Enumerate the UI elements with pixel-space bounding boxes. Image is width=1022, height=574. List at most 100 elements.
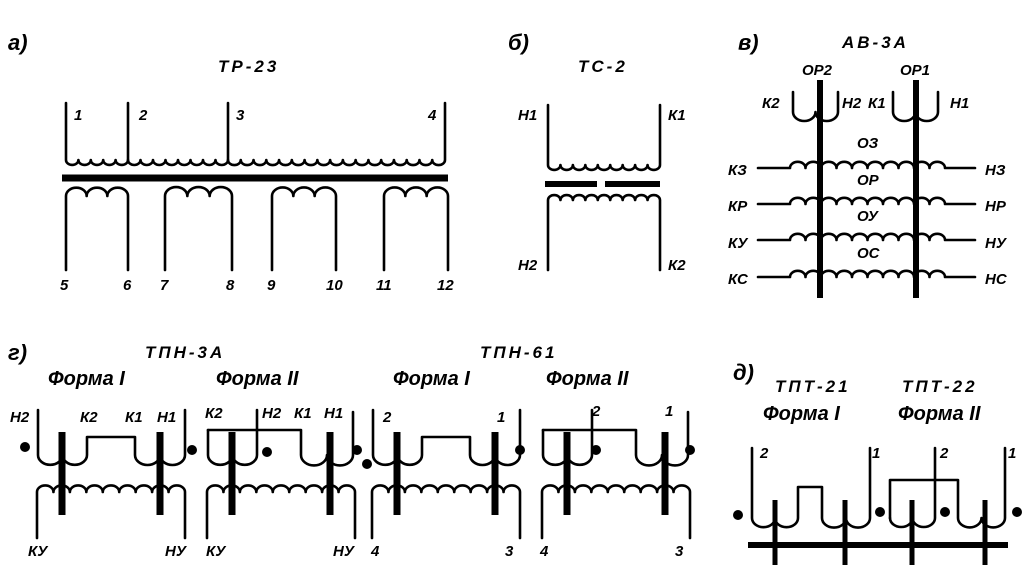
tap-label: 12 xyxy=(437,277,454,294)
terminal-label: НР xyxy=(985,198,1007,215)
primary-winding xyxy=(64,101,130,167)
terminal-label: 3 xyxy=(505,543,514,560)
winding-label: ОС xyxy=(857,245,881,262)
terminal-label: 3 xyxy=(675,543,684,560)
terminal-label: 1 xyxy=(872,445,880,462)
primary-winding xyxy=(226,101,447,167)
panel-title: ТР-23 xyxy=(218,57,279,76)
polarity-dot xyxy=(352,445,362,455)
secondary-winding xyxy=(64,186,130,272)
winding xyxy=(756,196,977,206)
tap-label: 6 xyxy=(123,277,132,294)
panel-a-tr23: а) ТР-23 1 2 3 4 5 6 7 8 9 10 11 12 xyxy=(8,30,454,294)
terminal-label: 2 xyxy=(939,445,949,462)
secondary-winding xyxy=(35,484,187,540)
primary-winding xyxy=(546,103,662,172)
panel-title: АВ-3А xyxy=(841,33,909,52)
winding-label: ОУ xyxy=(857,208,880,225)
panel-title: ТПН-3А xyxy=(145,343,225,362)
terminal-label: 4 xyxy=(539,543,549,560)
panel-v-av3a: в) АВ-3А ОР2 ОР1 К2 Н2 К1 Н1 ОЗ ОР ОУ ОС… xyxy=(728,30,1008,288)
tap-label: 3 xyxy=(236,107,245,124)
terminal-label: К2 xyxy=(205,405,223,422)
terminal-label: Н1 xyxy=(157,409,176,426)
polarity-dot xyxy=(187,445,197,455)
panel-letter: а) xyxy=(8,30,28,55)
control-winding xyxy=(891,90,940,123)
winding xyxy=(750,446,872,529)
terminal-label: К1 xyxy=(868,95,886,112)
terminal-label: К1 xyxy=(668,107,686,124)
winding xyxy=(756,160,977,170)
polarity-dot xyxy=(262,447,272,457)
winding-label: ОР xyxy=(857,172,880,189)
tap-label: 10 xyxy=(326,277,343,294)
terminal-label: Н2 xyxy=(518,257,538,274)
tap-label: 8 xyxy=(226,277,235,294)
terminal-label: Н1 xyxy=(324,405,343,422)
terminal-label: КР xyxy=(728,198,748,215)
terminal-label: 2 xyxy=(759,445,769,462)
polarity-dot xyxy=(362,459,372,469)
terminal-label: Н2 xyxy=(842,95,862,112)
tap-label: 11 xyxy=(376,277,392,294)
terminal-label: Н1 xyxy=(950,95,969,112)
terminal-label: НУ xyxy=(165,543,188,560)
panel-letter: в) xyxy=(738,30,759,55)
secondary-winding xyxy=(540,484,692,540)
terminal-label: НЗ xyxy=(985,162,1006,179)
terminal-label: К2 xyxy=(668,257,686,274)
polarity-dot xyxy=(1012,507,1022,517)
winding-shapes xyxy=(20,80,1022,565)
panel-title: ТПТ-22 xyxy=(902,377,978,396)
terminal-label: К2 xyxy=(762,95,780,112)
terminal-label: 4 xyxy=(370,543,380,560)
panel-g-tpn: г) ТПН-3А ТПН-61 Форма I Форма II Форма … xyxy=(8,340,684,560)
secondary-winding xyxy=(382,186,450,272)
winding xyxy=(888,446,1007,529)
panel-letter: б) xyxy=(508,30,529,55)
panel-d-tpt: д) ТПТ-21 ТПТ-22 Форма I Форма II 2 1 2 … xyxy=(733,360,1016,462)
primary-winding xyxy=(206,408,259,467)
terminal-label: КЗ xyxy=(728,162,747,179)
terminal-label: КС xyxy=(728,271,749,288)
tap-label: 5 xyxy=(60,277,69,294)
form-label: Форма I xyxy=(763,403,840,425)
winding xyxy=(756,232,977,242)
polarity-dot xyxy=(685,445,695,455)
primary-winding xyxy=(36,408,187,467)
panel-title: ТС-2 xyxy=(578,57,628,76)
polarity-dot xyxy=(733,510,743,520)
tap-label: 4 xyxy=(427,107,437,124)
terminal-label: КУ xyxy=(28,543,49,560)
primary-winding xyxy=(371,408,522,467)
polarity-dot xyxy=(591,445,601,455)
terminal-label: Н1 xyxy=(518,107,537,124)
terminal-label: 1 xyxy=(1008,445,1016,462)
terminal-label: К1 xyxy=(125,409,143,426)
secondary-winding xyxy=(546,193,662,272)
terminal-label: НС xyxy=(985,271,1008,288)
polarity-dot xyxy=(940,507,950,517)
secondary-winding xyxy=(370,484,522,540)
primary-winding xyxy=(206,410,355,467)
tap-label: 7 xyxy=(160,277,169,294)
secondary-winding xyxy=(270,186,338,272)
terminal-label: КУ xyxy=(206,543,227,560)
secondary-winding xyxy=(163,185,234,272)
form-label: Форма I xyxy=(48,368,125,390)
terminal-label: 2 xyxy=(591,403,601,420)
winding xyxy=(888,446,937,529)
tap-label: 2 xyxy=(138,107,148,124)
primary-winding xyxy=(126,101,230,167)
polarity-dot xyxy=(515,445,525,455)
winding xyxy=(756,269,977,279)
tap-label: 1 xyxy=(74,107,82,124)
form-label: Форма II xyxy=(216,368,299,390)
tap-label: 9 xyxy=(267,277,276,294)
winding-label: ОЗ xyxy=(857,135,879,152)
terminal-label: 1 xyxy=(665,403,673,420)
terminal-label: НУ xyxy=(333,543,356,560)
polarity-dot xyxy=(20,442,30,452)
